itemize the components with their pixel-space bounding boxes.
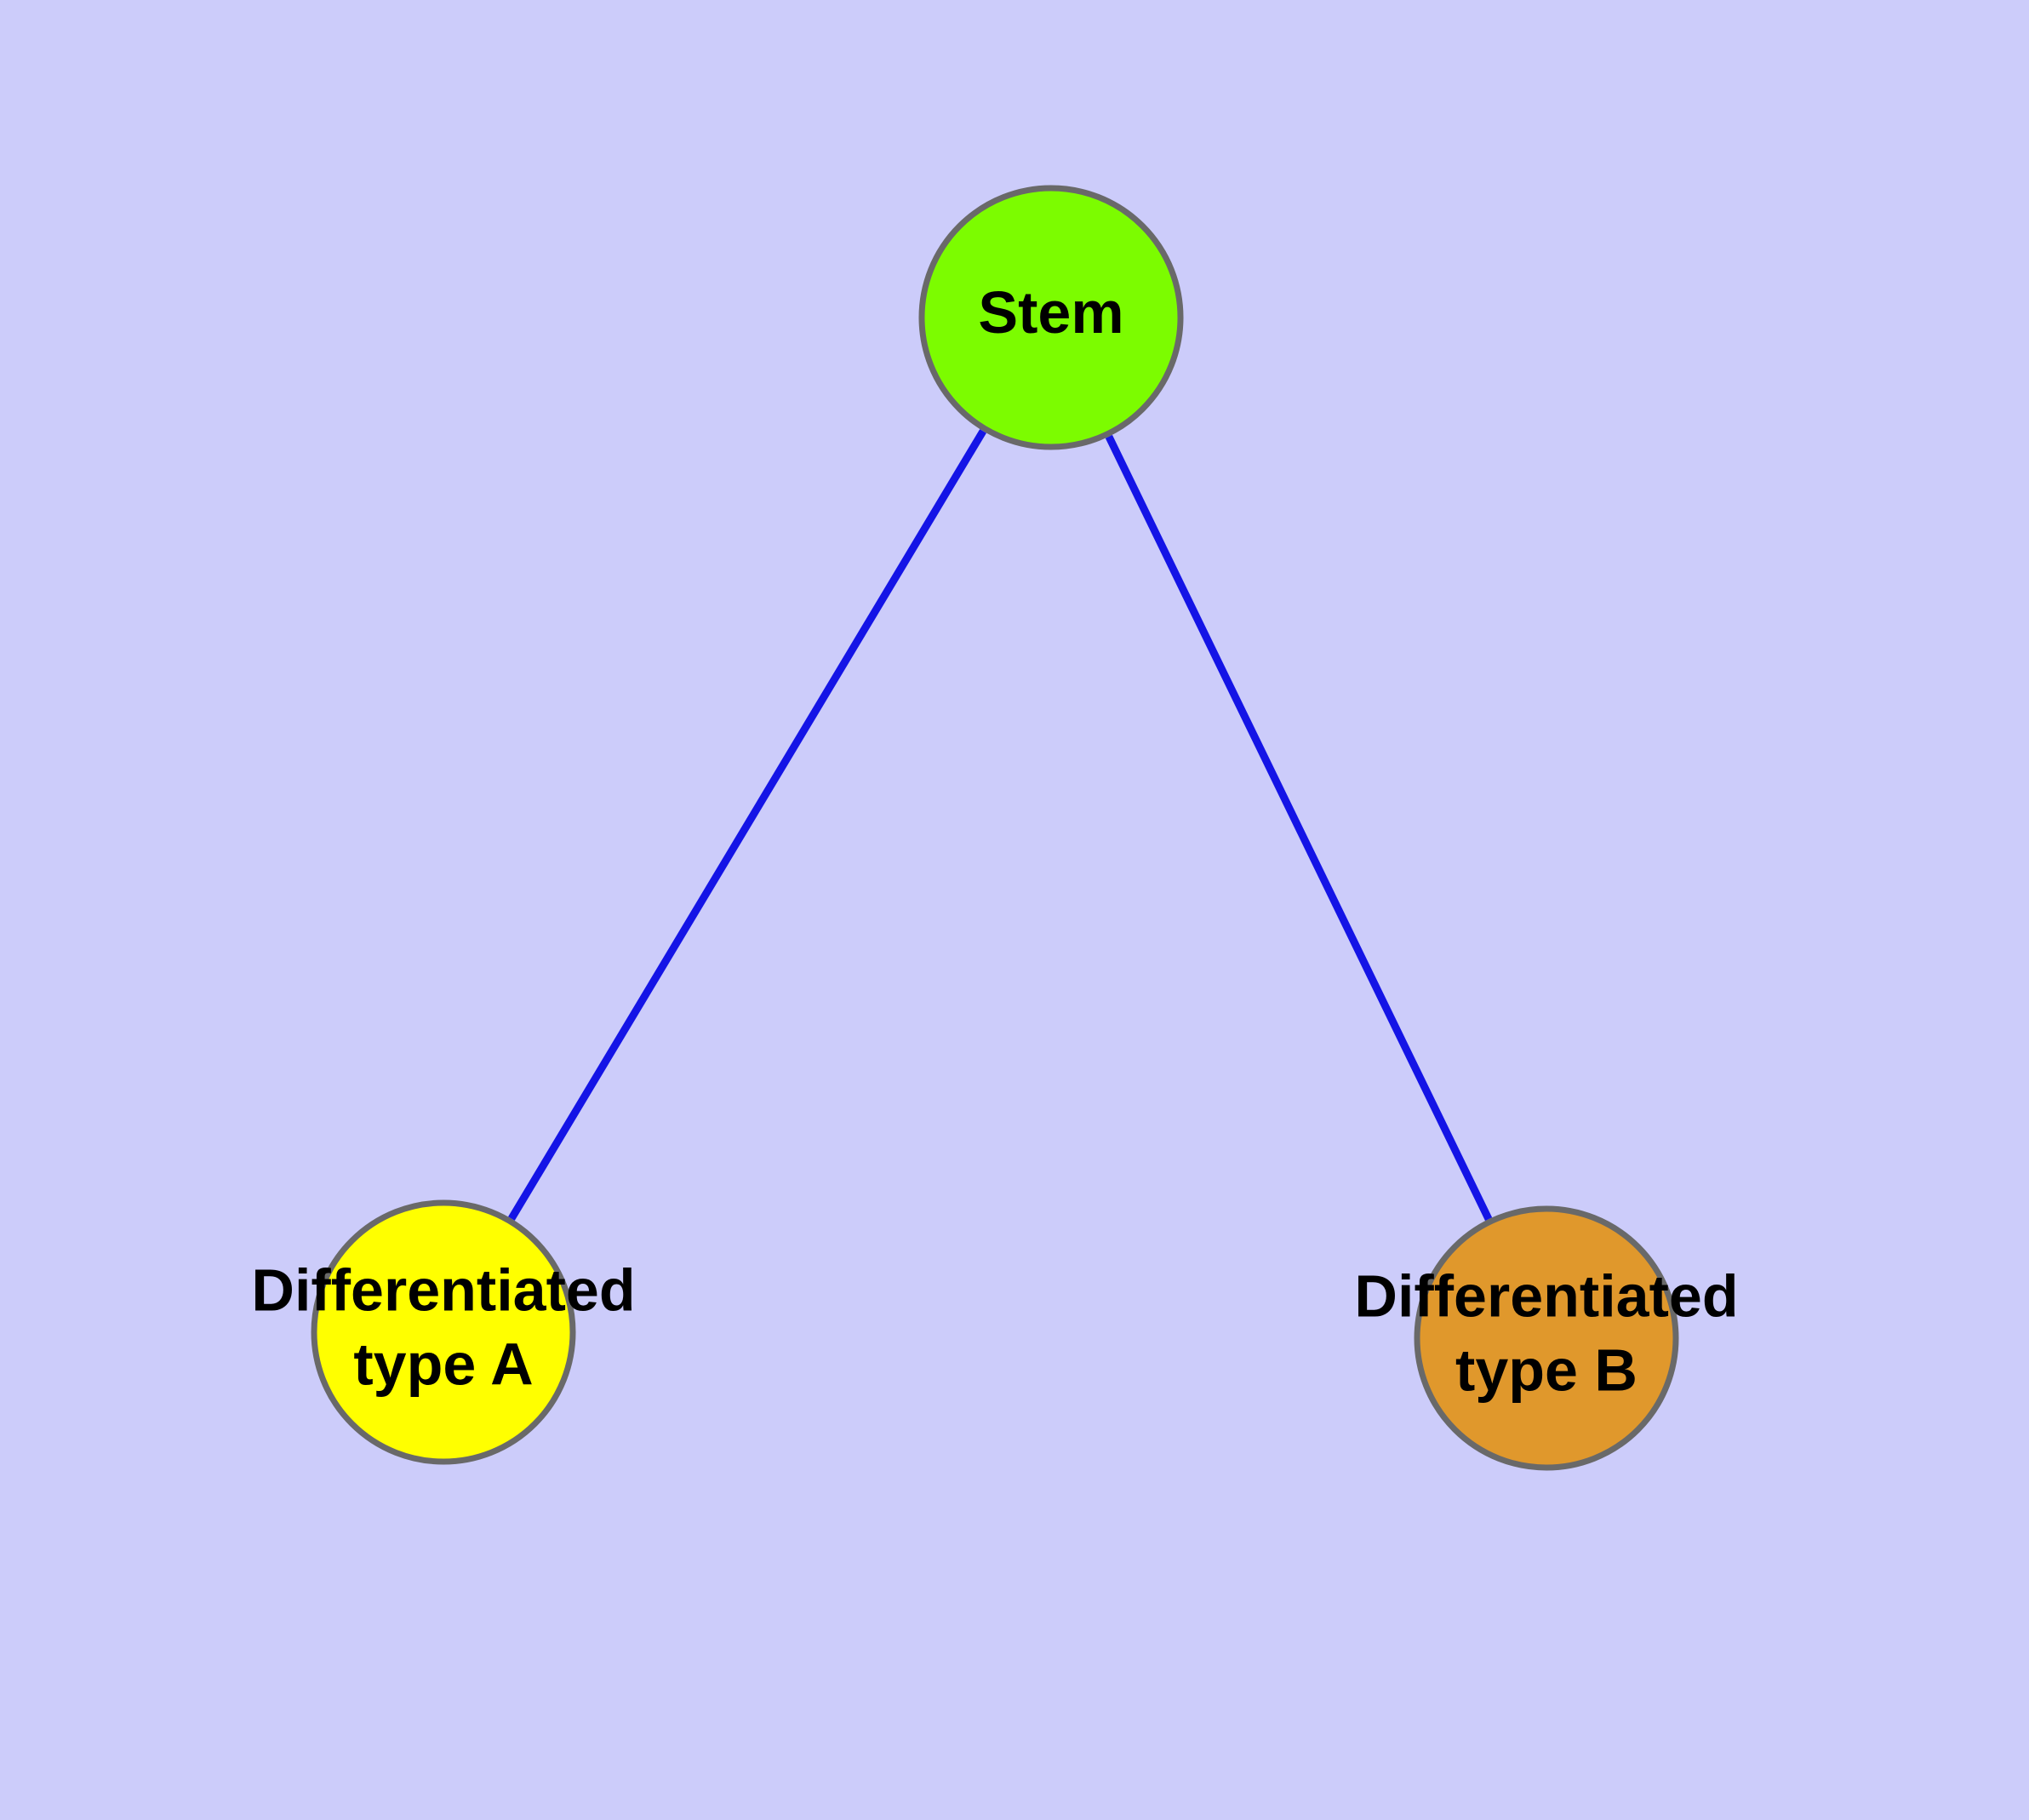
node-diff_b[interactable] xyxy=(1414,1205,1679,1471)
node-diff_a[interactable] xyxy=(311,1199,576,1465)
node-label-line: Stem xyxy=(978,279,1123,346)
edge-stem-diff-b[interactable] xyxy=(1105,434,1493,1222)
node-label-line: Differentiated xyxy=(1354,1263,1738,1330)
node-label-line: type A xyxy=(353,1331,533,1398)
node-stem[interactable] xyxy=(918,185,1184,450)
node-label-diff_a: Differentiated type A xyxy=(251,1257,635,1398)
node-label-diff_b: Differentiated type B xyxy=(1354,1263,1738,1404)
node-layer xyxy=(311,185,1679,1471)
node-label-stem: Stem xyxy=(978,279,1123,346)
node-label-line: Differentiated xyxy=(251,1257,635,1324)
node-label-line: type B xyxy=(1455,1337,1637,1404)
edge-layer xyxy=(508,429,1493,1222)
edge-stem-diff-a[interactable] xyxy=(508,429,986,1221)
